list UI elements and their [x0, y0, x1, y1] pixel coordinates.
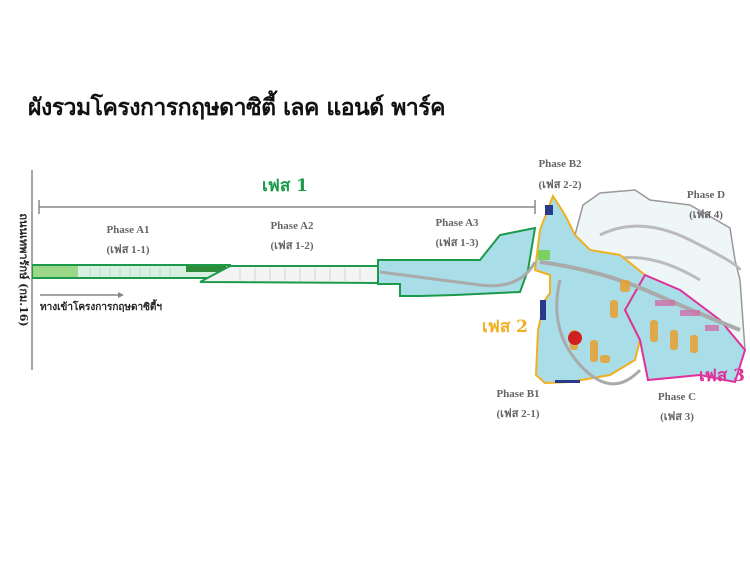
- svg-text:(เฟส 1-2): (เฟส 1-2): [270, 239, 313, 252]
- svg-text:Phase B1: Phase B1: [496, 388, 539, 400]
- phase-label-a3: Phase A3 (เฟส 1-3): [435, 217, 479, 249]
- phase1-label: เฟส 1: [262, 176, 308, 196]
- svg-text:(เฟส 4): (เฟส 4): [689, 208, 723, 221]
- phase-label-b2: Phase B2 (เฟส 2-2): [538, 158, 582, 191]
- svg-text:Phase C: Phase C: [658, 391, 696, 403]
- page-title: ผังรวมโครงการกฤษดาซิตี้ เลค แอนด์ พาร์ค: [28, 94, 446, 121]
- svg-text:Phase B2: Phase B2: [538, 158, 582, 170]
- svg-text:(เฟส 1-1): (เฟส 1-1): [106, 243, 149, 256]
- svg-text:(เฟส 3): (เฟส 3): [660, 410, 694, 423]
- phase2-label: เฟส 2: [482, 317, 528, 337]
- phase-label-d: Phase D (เฟส 4): [687, 189, 725, 221]
- svg-text:Phase A3: Phase A3: [435, 217, 479, 229]
- svg-text:Phase D: Phase D: [687, 189, 725, 201]
- phase3-label: เฟส 3: [699, 366, 745, 386]
- phase-label-c: Phase C (เฟส 3): [658, 391, 696, 423]
- phase-label-b1: Phase B1 (เฟส 2-1): [496, 388, 539, 420]
- entrance-label: ทางเข้าโครงการกฤษดาซิตี้ฯ: [40, 299, 162, 313]
- svg-text:Phase A1: Phase A1: [106, 224, 149, 236]
- phase-a2-area: [199, 265, 381, 285]
- phase-a3-area: [377, 226, 537, 297]
- phase-label-a2: Phase A2 (เฟส 1-2): [270, 220, 314, 252]
- svg-text:(เฟส 2-2): (เฟส 2-2): [538, 178, 581, 191]
- svg-text:(เฟส 2-1): (เฟส 2-1): [496, 407, 539, 420]
- svg-text:(เฟส 1-3): (เฟส 1-3): [435, 236, 478, 249]
- road-label: ถนนเทพารักษ์ (กม.16): [17, 213, 30, 326]
- phase-label-a1: Phase A1 (เฟส 1-1): [106, 224, 149, 256]
- svg-text:Phase A2: Phase A2: [270, 220, 314, 232]
